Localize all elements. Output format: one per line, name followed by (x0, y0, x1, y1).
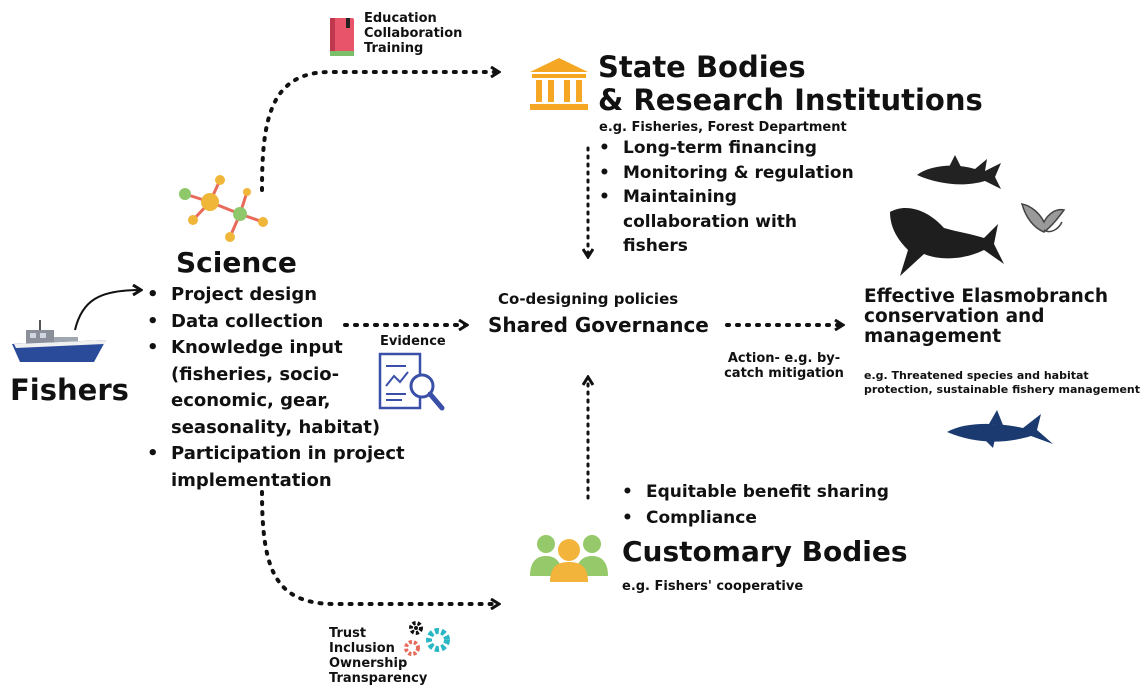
boat-icon (12, 320, 106, 362)
shark-large-icon (890, 207, 1004, 276)
manta-ray-icon (1020, 203, 1066, 233)
governance-title: Shared Governance (488, 313, 709, 337)
customary-title: Customary Bodies (622, 535, 908, 568)
book-icon (330, 18, 354, 56)
fishers-to-science-arrow (74, 290, 140, 331)
science-item: Participation in project implementation (145, 441, 420, 494)
evidence-document-icon (378, 352, 445, 411)
inclusion-label: Inclusion (329, 641, 395, 656)
state-example: e.g. Fisheries, Forest Department (599, 120, 847, 135)
shark-navy-icon (947, 410, 1053, 448)
fishers-label: Fishers (10, 373, 129, 407)
gears-icon (404, 621, 450, 656)
molecule-icon (179, 175, 268, 242)
gear-black-icon (409, 621, 423, 635)
outcome-title: Effective Elasmobranch conservation and … (864, 286, 1108, 347)
transparency-label: Transparency (329, 671, 428, 686)
customary-list: Equitable benefit sharing Compliance (620, 479, 920, 531)
state-item: Maintaining collaboration with fishers (597, 185, 867, 259)
gear-teal-icon (426, 628, 450, 652)
evidence-label: Evidence (380, 334, 446, 349)
gear-red-icon (404, 640, 420, 656)
customary-item: Equitable benefit sharing (620, 479, 920, 505)
collaboration-label: Collaboration (364, 26, 463, 41)
science-item: Project design (145, 282, 420, 309)
education-label: Education (364, 11, 437, 26)
customary-example: e.g. Fishers' cooperative (622, 579, 804, 594)
state-item: Long-term financing (597, 136, 867, 161)
trust-labels: Trust Inclusion Ownership Transparency (329, 626, 427, 686)
science-list: Project design Data collection Knowledge… (145, 282, 420, 494)
state-item: Monitoring & regulation (597, 161, 867, 186)
outcome-example: e.g. Threatened species and habitat prot… (864, 369, 1140, 396)
ownership-label: Ownership (329, 656, 408, 671)
science-item: Data collection (145, 309, 420, 336)
building-icon (530, 58, 588, 110)
trust-label: Trust (329, 626, 367, 641)
science-to-state-arrow (260, 72, 498, 192)
governance-subtitle: Co-designing policies (498, 290, 679, 308)
science-to-customary-arrow (260, 490, 498, 604)
state-title: State Bodies & Research Institutions (598, 51, 983, 117)
people-group-icon (530, 535, 608, 582)
action-label: Action- e.g. by-catch mitigation (724, 351, 844, 381)
training-label: Training (364, 41, 424, 56)
science-title: Science (176, 246, 297, 279)
education-labels: Education Collaboration Training (364, 11, 462, 56)
state-list: Long-term financing Monitoring & regulat… (597, 136, 867, 259)
customary-item: Compliance (620, 505, 920, 531)
state-title-line1: State Bodies (598, 50, 806, 84)
shark-small-icon (917, 155, 1001, 189)
state-title-line2: & Research Institutions (598, 83, 983, 117)
science-item: Knowledge input (fisheries, socio-econom… (145, 335, 420, 441)
